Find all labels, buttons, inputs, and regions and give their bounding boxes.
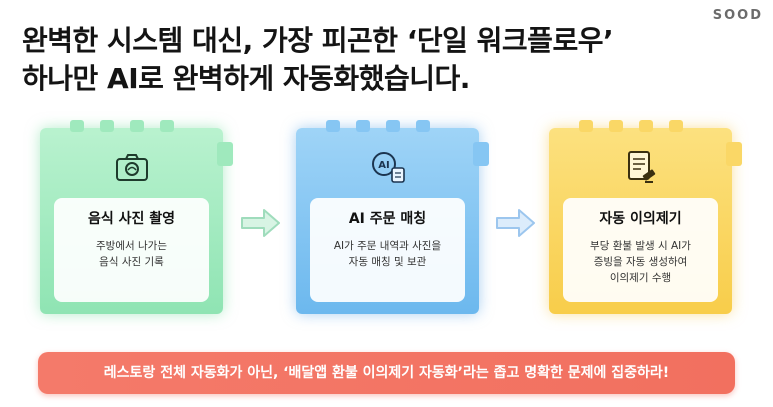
step-description: 주방에서 나가는 음식 사진 기록 — [54, 238, 209, 270]
block-nub — [669, 120, 683, 132]
block-nub — [416, 120, 430, 132]
step-description-line: 음식 사진 기록 — [99, 256, 164, 268]
arrow-right-icon — [238, 206, 282, 240]
ai-brain-icon: AI — [368, 148, 408, 188]
step-title: AI 주문 매칭 — [348, 211, 427, 227]
block-nub — [386, 120, 400, 132]
step-description-line: 자동 매칭 및 보관 — [348, 256, 427, 268]
callout-banner: 레스토랑 전체 자동화가 아닌, ‘배달앱 환불 이의제기 자동화’라는 좁고 … — [38, 352, 735, 394]
brand-logo: SOOD — [712, 8, 763, 23]
step-description-line: 부당 환불 발생 시 AI가 — [590, 240, 691, 252]
step-block-ai-match: AI AI 주문 매칭 AI가 주문 내역과 사진을 자동 매칭 및 보관 — [296, 120, 489, 314]
headline-line-1: 완벽한 시스템 대신, 가장 피곤한 ‘단일 워크플로우’ — [22, 24, 614, 57]
block-nub — [609, 120, 623, 132]
step-title: 음식 사진 촬영 — [87, 211, 176, 227]
step-block-dispute: 자동 이의제기 부당 환불 발생 시 AI가 증빙을 자동 생성하여 이의제기 … — [549, 120, 742, 314]
block-side-step — [473, 142, 489, 166]
block-side-step — [726, 142, 742, 166]
block-nub — [100, 120, 114, 132]
document-gavel-icon — [621, 148, 661, 188]
block-nub — [130, 120, 144, 132]
headline: 완벽한 시스템 대신, 가장 피곤한 ‘단일 워크플로우’ 하나만 AI로 완벽… — [22, 22, 742, 98]
block-nub — [326, 120, 340, 132]
block-nub — [579, 120, 593, 132]
step-description-line: AI가 주문 내역과 사진을 — [333, 240, 442, 252]
arrow-right-icon — [493, 206, 537, 240]
step-description-line: 증빙을 자동 생성하여 — [593, 256, 688, 268]
block-nub — [160, 120, 174, 132]
step-title: 자동 이의제기 — [599, 211, 682, 227]
headline-line-2: 하나만 AI로 완벽하게 자동화했습니다. — [22, 62, 470, 95]
step-card: AI 주문 매칭 AI가 주문 내역과 사진을 자동 매칭 및 보관 — [310, 198, 465, 302]
step-card: 자동 이의제기 부당 환불 발생 시 AI가 증빙을 자동 생성하여 이의제기 … — [563, 198, 718, 302]
step-description-line: 이의제기 수행 — [609, 272, 672, 284]
block-nub — [70, 120, 84, 132]
step-description: 부당 환불 발생 시 AI가 증빙을 자동 생성하여 이의제기 수행 — [563, 238, 718, 286]
svg-text:AI: AI — [378, 160, 389, 171]
block-nub — [356, 120, 370, 132]
block-side-step — [217, 142, 233, 166]
step-card: 음식 사진 촬영 주방에서 나가는 음식 사진 기록 — [54, 198, 209, 302]
camera-icon — [112, 148, 152, 188]
block-nub — [639, 120, 653, 132]
step-block-photo: 음식 사진 촬영 주방에서 나가는 음식 사진 기록 — [40, 120, 233, 314]
step-description: AI가 주문 내역과 사진을 자동 매칭 및 보관 — [310, 238, 465, 270]
step-description-line: 주방에서 나가는 — [96, 240, 167, 252]
